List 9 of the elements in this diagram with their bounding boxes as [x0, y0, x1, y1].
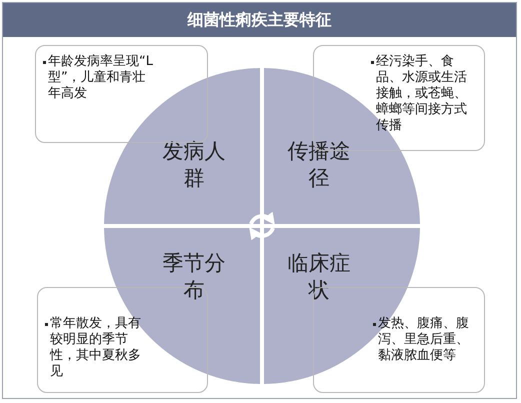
cycle-arrow: [249, 212, 276, 225]
quadrant-label: 季节分布: [162, 250, 226, 304]
description-text: 经污染手、食品、水源或生活接触，或苍蝇、蟑螂等间接方式传播: [376, 54, 468, 134]
description-text: 发热、腹痛、腹泻、里急后重、黏液脓血便等: [378, 316, 470, 364]
cycle-arrow: [248, 227, 275, 240]
quadrant-label: 发病人群: [162, 138, 226, 192]
description-text: 年龄发病率呈现“L 型”，儿童和青壮年高发: [48, 54, 154, 102]
title-bar: 细菌性痢疾主要特征: [3, 3, 516, 37]
description-text: 常年散发，具有较明显的季节性，其中夏秋多见: [50, 316, 142, 380]
